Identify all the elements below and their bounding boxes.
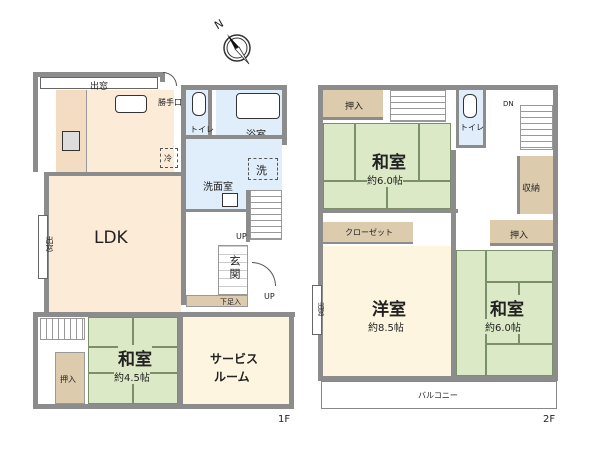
- ldk-room: [49, 176, 181, 312]
- toilet-1f-label: トイレ: [190, 125, 214, 134]
- oshiire-2f-right: [490, 220, 553, 246]
- fridge-space: [160, 148, 178, 168]
- washroom-label: 洗面室: [203, 182, 233, 193]
- washitsu-2f-top-name: 和室: [372, 148, 406, 173]
- yoshitsu-name: 洋室: [372, 300, 406, 320]
- yoshitsu: [323, 246, 451, 376]
- yoshitsu-size: 約8.5帖: [368, 323, 404, 334]
- compass: N: [212, 17, 257, 68]
- floor-2-label: 2F: [543, 414, 556, 425]
- front-door[interactable]: [252, 262, 276, 286]
- washitsu-1f-size: 約4.5帖: [114, 369, 150, 384]
- balcony-label: バルコニー: [418, 391, 458, 400]
- storage-2f: [517, 156, 553, 214]
- service-room: [183, 317, 289, 404]
- washbasin-icon: [222, 193, 238, 207]
- oshiire-1f-label: 押入: [60, 375, 76, 384]
- shoe-storage-label: 下足入: [220, 298, 241, 306]
- bay-window-2f-label: 出窓: [317, 302, 325, 316]
- fridge-label: 冷: [164, 154, 172, 163]
- washitsu-1f-name: 和室: [118, 345, 152, 370]
- washitsu-2f-top-size: 約6.0帖: [367, 172, 403, 187]
- entrance: [218, 245, 248, 295]
- stairs-void-2f: [390, 90, 446, 122]
- entrance-label: 玄関: [228, 255, 241, 281]
- washing-machine-space: [248, 158, 278, 180]
- oshiire-1f: [55, 352, 85, 404]
- oshiire-2f-top-label: 押入: [345, 102, 364, 112]
- ldk-label: LDK: [94, 228, 128, 248]
- service-room-line1: サービス: [210, 352, 259, 366]
- bathtub-icon: [236, 93, 280, 119]
- stairs-1f-lower[interactable]: [40, 318, 85, 340]
- service-room-line2: ルーム: [214, 370, 250, 384]
- shoe-storage: [186, 295, 248, 307]
- bay-window-top-label: 出窓: [90, 82, 109, 92]
- bay-window-left: [38, 215, 48, 279]
- washitsu-1f: [88, 317, 178, 404]
- toilet-icon: [192, 92, 206, 116]
- washitsu-2f-right-name: 和室: [490, 295, 524, 320]
- toilet-2f-label: トイレ: [460, 123, 484, 132]
- bay-window-left-label: 出窓: [45, 236, 54, 252]
- stairs-down-label: DN: [503, 100, 514, 108]
- storage-label: 収納: [522, 184, 541, 194]
- oshiire-2f-top: [323, 90, 383, 120]
- oshiire-2f-right-label: 押入: [510, 231, 529, 241]
- compass-icon: [223, 34, 251, 65]
- bay-window-top: [40, 77, 158, 89]
- stairs-2f[interactable]: [520, 105, 553, 150]
- washing-machine-label: 洗: [256, 164, 267, 177]
- sink-icon: [115, 95, 147, 113]
- balcony: [321, 381, 557, 409]
- service-entrance-door[interactable]: [163, 72, 177, 86]
- washitsu-2f-right-size: 約6.0帖: [485, 319, 521, 334]
- service-entrance-label: 勝手口: [158, 98, 182, 107]
- floor-1-label: 1F: [278, 414, 291, 425]
- closet-label: クローゼット: [345, 228, 393, 237]
- stairs-up-1-label: UP: [236, 232, 247, 241]
- toilet-2f-icon: [463, 94, 477, 118]
- stairs-up-2-label: UP: [264, 292, 275, 301]
- stairs-1f[interactable]: [250, 190, 282, 240]
- bay-window-2f: [312, 285, 322, 335]
- stove-icon: [62, 131, 80, 151]
- closet: [323, 222, 413, 244]
